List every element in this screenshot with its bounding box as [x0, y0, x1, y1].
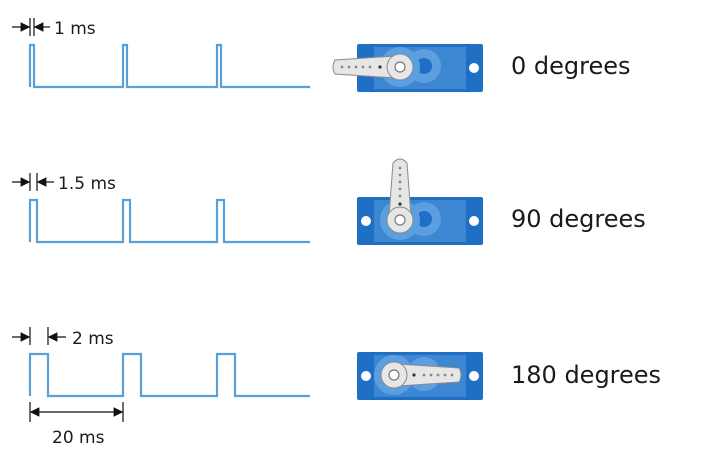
- pwm-waveform: [28, 198, 310, 244]
- servo-motor: [357, 158, 483, 245]
- mount-hole-right: [469, 371, 479, 381]
- mount-hole-left: [361, 371, 371, 381]
- pulse-width-label: 2 ms: [72, 329, 114, 349]
- servo-motor: [332, 44, 483, 92]
- period-dimension: 20 ms: [29, 402, 124, 448]
- pwm-waveform: [28, 352, 310, 398]
- servo-horn: [388, 158, 412, 217]
- servo-horn: [397, 363, 462, 387]
- servo-motor: [357, 352, 483, 400]
- angle-label: 90 degrees: [511, 205, 646, 233]
- row-180-degrees: 2 ms 180 degrees 20 ms: [12, 327, 661, 448]
- angle-label: 180 degrees: [511, 361, 661, 389]
- period-label: 20 ms: [52, 428, 105, 448]
- mount-hole-left: [361, 216, 371, 226]
- pwm-waveform: [28, 43, 310, 89]
- pulse-width-label: 1.5 ms: [58, 174, 116, 194]
- row-90-degrees: 1.5 ms 90 degrees: [12, 158, 646, 245]
- mount-hole-right: [469, 216, 479, 226]
- mount-hole-right: [469, 63, 479, 73]
- angle-label: 0 degrees: [511, 52, 631, 80]
- row-0-degrees: 1 ms 0 degrees: [12, 18, 631, 92]
- servo-horn: [332, 55, 397, 79]
- pulse-width-label: 1 ms: [54, 19, 96, 39]
